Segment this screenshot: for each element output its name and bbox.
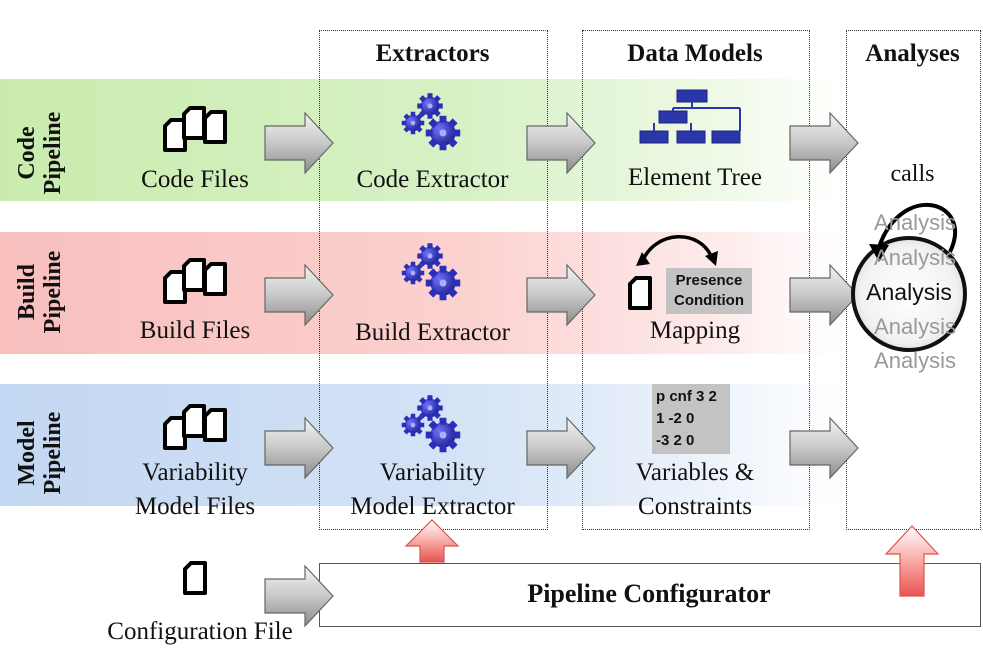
model-extractor-label-line1: Variability xyxy=(379,459,486,486)
pipeline-configurator-box xyxy=(319,563,981,627)
code-extractor-label: Code Extractor xyxy=(356,166,509,193)
analysis-circle xyxy=(851,236,967,352)
build-files-label: Build Files xyxy=(139,317,251,344)
cnf-line: -3 2 0 xyxy=(656,432,695,449)
element-tree-icon xyxy=(639,89,741,144)
files-icon xyxy=(165,406,225,448)
code-files-label: Code Files xyxy=(141,166,249,193)
model-extractor-label-line2: Model Extractor xyxy=(350,493,515,520)
mapping-label: Mapping xyxy=(649,317,741,344)
presence-condition-text: Presence Condition xyxy=(666,271,752,311)
extractors-title: Extractors xyxy=(375,40,490,67)
configuration-file-label: Configuration File xyxy=(107,618,293,645)
calls-label: calls xyxy=(890,161,935,187)
gears-icon xyxy=(402,395,461,452)
analysis-ghost-label: Analysis xyxy=(874,210,956,235)
pipeline-configurator-label: Pipeline Configurator xyxy=(527,579,771,608)
cnf-line: p cnf 3 2 xyxy=(656,388,717,405)
analysis-main-label: Analysis xyxy=(866,279,952,305)
cnf-box xyxy=(652,384,730,454)
build-extractor-label: Build Extractor xyxy=(355,319,510,346)
cnf-text: p cnf 3 2 1 -2 0 -3 2 0 xyxy=(656,386,730,452)
analysis-ghost-label: Analysis xyxy=(874,348,956,373)
gears-icon xyxy=(402,243,461,300)
presence-condition-line2: Condition xyxy=(674,292,744,309)
variability-files-label-line2: Model Files xyxy=(134,493,256,520)
calls-loop-arrow xyxy=(876,202,958,253)
files-icon xyxy=(165,260,225,302)
gears-icon xyxy=(402,93,461,150)
cnf-line: 1 -2 0 xyxy=(656,410,695,427)
element-tree-label: Element Tree xyxy=(627,164,762,191)
configurator-up-arrow xyxy=(404,519,460,563)
variables-label-line1: Variables & xyxy=(635,459,755,486)
analysis-ghost-label: Analysis xyxy=(874,314,956,339)
analyses-title: Analyses xyxy=(865,40,960,67)
analysis-ghost-label: Analysis xyxy=(874,245,956,270)
variability-files-label-line1: Variability xyxy=(142,459,248,486)
configurator-up-arrow xyxy=(884,525,940,597)
data-models-title: Data Models xyxy=(627,40,763,67)
mapping-curve-arrow xyxy=(640,234,714,263)
variables-label-line2: Constraints xyxy=(638,493,752,520)
files-icon xyxy=(165,108,225,150)
presence-condition-line1: Presence xyxy=(675,272,743,289)
presence-condition-box xyxy=(666,268,752,314)
file-icon xyxy=(183,561,207,595)
file-icon xyxy=(628,276,652,310)
